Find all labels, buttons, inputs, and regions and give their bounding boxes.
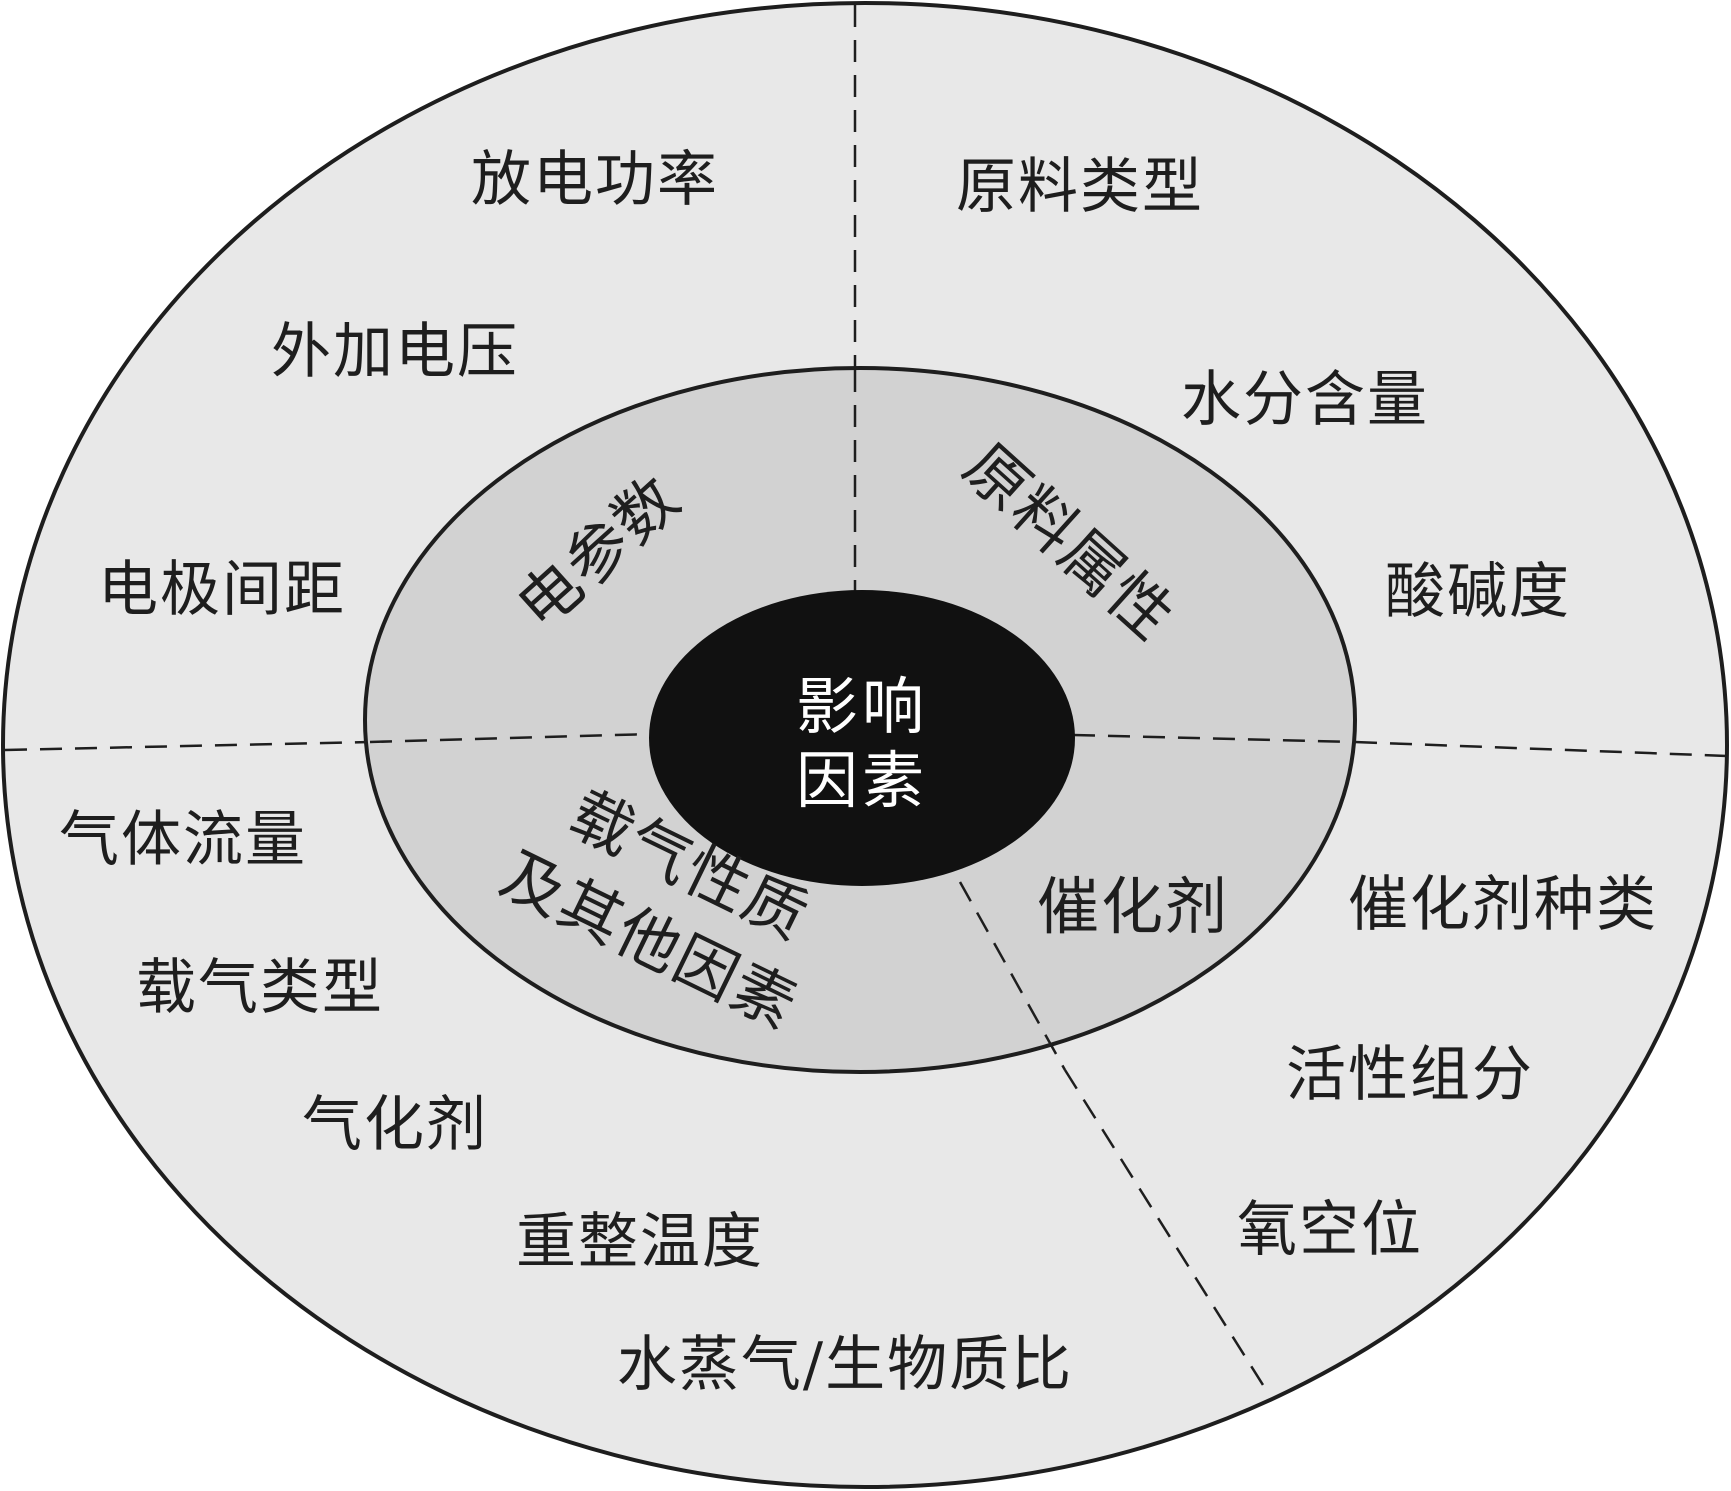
center-core xyxy=(649,590,1075,886)
active-component-label: 活性组分 xyxy=(1286,1040,1534,1110)
acidity-alkalinity-label: 酸碱度 xyxy=(1385,557,1571,627)
discharge-power-label: 放电功率 xyxy=(471,145,719,215)
inner-divider-right xyxy=(1072,733,1356,744)
feedstock-type-label: 原料类型 xyxy=(956,152,1204,222)
moisture-content-label: 水分含量 xyxy=(1181,365,1429,435)
gas-flow-label: 气体流量 xyxy=(59,805,307,875)
outer-divider-left xyxy=(4,740,371,752)
center-label-line2: 因素 xyxy=(796,744,928,817)
outer-divider-right xyxy=(1354,740,1728,758)
outer-divider-bottom-right xyxy=(1063,1069,1265,1386)
reforming-temp-label: 重整温度 xyxy=(516,1207,764,1277)
oxygen-vacancy-label: 氧空位 xyxy=(1237,1195,1423,1265)
catalyst-label: 催化剂 xyxy=(1037,870,1229,943)
carrier-gas-type-label: 载气类型 xyxy=(136,953,384,1023)
catalyst-type-label: 催化剂种类 xyxy=(1348,870,1658,940)
inner-divider-left xyxy=(369,732,653,744)
steam-biomass-ratio-label: 水蒸气/生物质比 xyxy=(617,1330,1073,1400)
applied-voltage-label: 外加电压 xyxy=(271,317,519,387)
gasifying-agent-label: 气化剂 xyxy=(302,1090,488,1160)
electrode-gap-label: 电极间距 xyxy=(98,555,346,625)
inner-divider-bottom-right xyxy=(958,881,1067,1071)
center-label-line1: 影响 xyxy=(796,670,928,743)
